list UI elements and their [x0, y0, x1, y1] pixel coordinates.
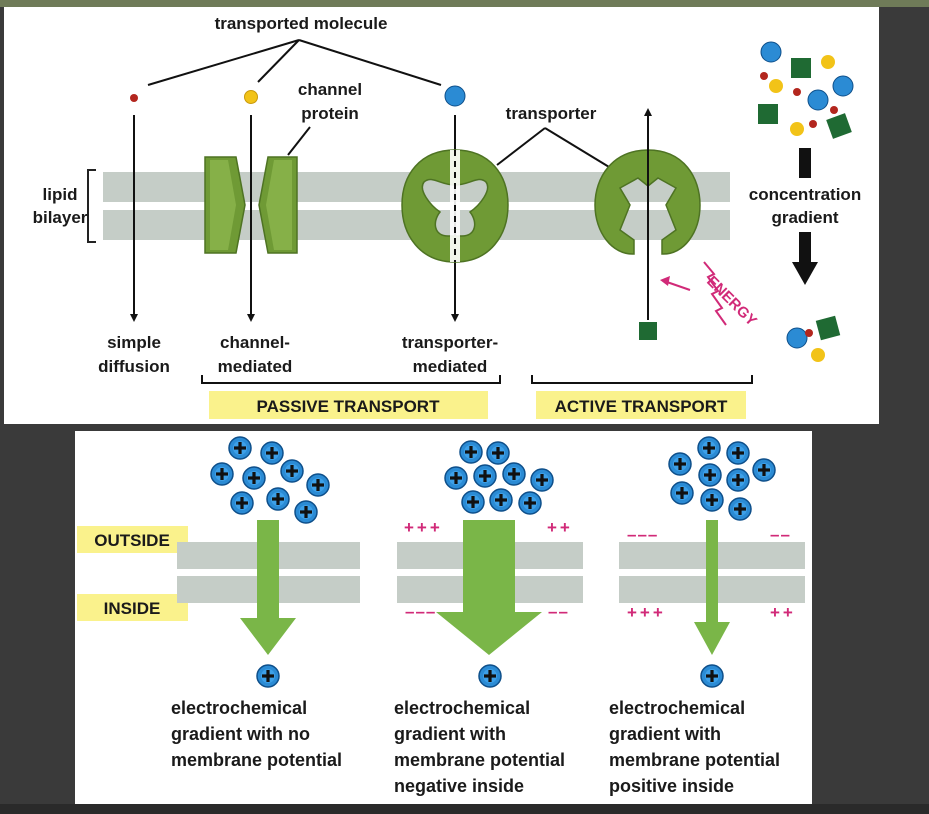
high-concentration-cluster [758, 41, 854, 139]
passive-transport-label: PASSIVE TRANSPORT [257, 397, 441, 416]
gradient-arrow-panel-3 [694, 520, 730, 655]
passive-transport-bracket [201, 375, 501, 384]
inside-label-group: INSIDE [77, 594, 188, 621]
panel-3-top-right-charge: –– [770, 525, 791, 544]
caption-panel-2-line-3: membrane potential [394, 750, 565, 770]
window-top-bar [0, 0, 929, 7]
active-transport-box [536, 391, 746, 419]
lipid-bilayer-label-1: lipid [43, 185, 78, 204]
transporter-leaders [496, 127, 615, 171]
panel-3-bottom-right-charge: ++ [770, 603, 796, 622]
channel-protein [204, 156, 298, 254]
panel-2-top-right-charge: ++ [547, 518, 573, 537]
gradient-arrow-bottom [792, 232, 818, 285]
gradient-arrow-panel-2 [436, 520, 542, 655]
simple-diffusion-label-2: diffusion [98, 357, 170, 376]
small-molecule-yellow [244, 90, 258, 104]
caption-panel-2-line-2: gradient with [394, 724, 506, 744]
panel-3-top-left-charge: ––– [627, 525, 658, 544]
panel-2-bottom-right-charge: –– [548, 602, 569, 621]
molecule-blue [444, 85, 466, 107]
ions-panel-3 [668, 436, 776, 521]
caption-panel-3-line-4: positive inside [609, 776, 734, 796]
caption-panel-2-line-4: negative inside [394, 776, 524, 796]
panel-2-top-left-charge: +++ [404, 518, 443, 537]
outside-label: OUTSIDE [94, 531, 170, 550]
low-concentration-cluster [786, 315, 841, 362]
caption-panel-3-line-1: electrochemical [609, 698, 745, 718]
ion-panel-2-inside [478, 664, 502, 688]
channel-protein-label-1: channel [298, 80, 362, 99]
concentration-gradient-label-2: gradient [771, 208, 838, 227]
ions-panel-1 [210, 436, 330, 524]
lipid-bilayer-label-2: bilayer [33, 208, 88, 227]
small-molecule-red [130, 94, 138, 102]
transporter-mediated-label-1: transporter- [402, 333, 498, 352]
caption-panel-1-line-3: membrane potential [171, 750, 342, 770]
caption-panel-1-line-1: electrochemical [171, 698, 307, 718]
transported-molecule-leaders [147, 39, 442, 86]
energy-indicator: ENERGY [660, 261, 760, 330]
ions-panel-2 [444, 440, 554, 515]
simple-diffusion-label-1: simple [107, 333, 161, 352]
concentration-gradient-label-1: concentration [749, 185, 861, 204]
inside-label: INSIDE [104, 599, 161, 618]
molecule-green-square [639, 322, 657, 340]
outside-label-group: OUTSIDE [77, 526, 188, 553]
ion-panel-1-inside [256, 664, 280, 688]
caption-panel-2-line-1: electrochemical [394, 698, 530, 718]
transporter-mediated-label-2: mediated [413, 357, 488, 376]
active-transport-bracket [531, 375, 753, 384]
passive-transport-box [209, 391, 488, 419]
transporter-label: transporter [506, 104, 597, 123]
ion-panel-3-inside [700, 664, 724, 688]
transported-molecule-label: transported molecule [215, 14, 388, 33]
caption-panel-3-line-2: gradient with [609, 724, 721, 744]
lipid-bilayer-bracket [87, 169, 96, 243]
active-transport-label: ACTIVE TRANSPORT [555, 397, 728, 416]
channel-protein-label-2: protein [301, 104, 359, 123]
caption-panel-3-line-3: membrane potential [609, 750, 780, 770]
window-bottom-bar [0, 804, 929, 814]
panel-2-bottom-left-charge: ––– [405, 602, 436, 621]
gradient-arrow-panel-1 [240, 520, 296, 655]
channel-protein-leader [287, 126, 311, 156]
gradient-arrow-top [799, 148, 811, 178]
caption-panel-1-line-2: gradient with no [171, 724, 310, 744]
channel-mediated-label-1: channel- [220, 333, 290, 352]
panel-3-bottom-left-charge: +++ [627, 603, 666, 622]
channel-mediated-label-2: mediated [218, 357, 293, 376]
energy-label: ENERGY [703, 273, 760, 330]
passive-transporter [401, 149, 509, 263]
